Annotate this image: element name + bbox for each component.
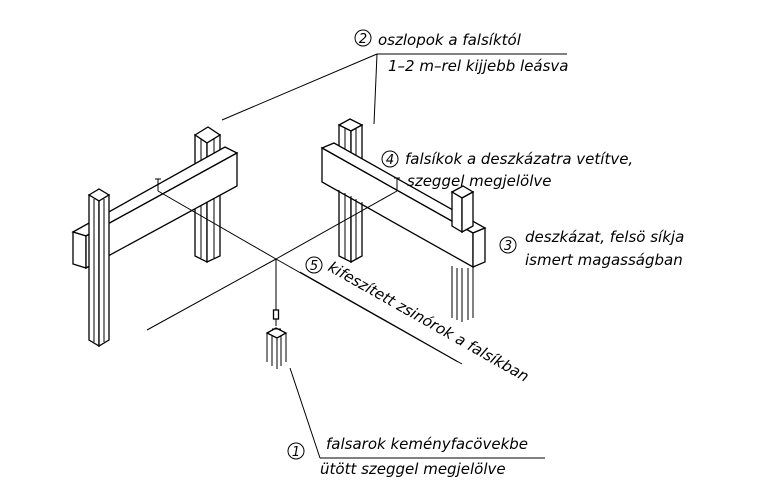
label-2-number: 2 (359, 32, 367, 47)
label-3: 3 deszkázat, felsö síkja ismert magasság… (499, 228, 684, 269)
left-board (71, 146, 239, 270)
label-2-number-circle (354, 29, 372, 47)
label-4-number: 4 (386, 153, 394, 168)
label-2: 2 oszlopok a falsíktól 1–2 m–rel kijjebb… (354, 29, 569, 75)
label-3-line1: deszkázat, felsö síkja (525, 228, 684, 246)
label-1-line1: falsarok keményfacövekbe (326, 435, 528, 453)
plumb-bob-icon (272, 309, 280, 320)
label-5: 5 kifeszített zsinórok a falsíkban (305, 256, 532, 386)
label-4-number-circle (381, 150, 399, 168)
label-4-line2: szeggel megjelölve (407, 172, 552, 190)
label-5-number: 5 (310, 259, 318, 274)
corner-stake-icon (265, 327, 288, 369)
label-5-text: kifeszített zsinórok a falsíkban (325, 258, 532, 386)
label-2-line1: oszlopok a falsíktól (378, 31, 522, 49)
left-frame (71, 126, 239, 348)
label-3-number-circle (499, 236, 517, 254)
right-nail-icon (394, 177, 400, 191)
left-front-post (87, 188, 111, 348)
label-4-line1: falsíkok a deszkázatra vetítve, (405, 150, 633, 168)
label-3-line2: ismert magasságban (525, 251, 683, 269)
right-front-post (450, 185, 475, 322)
label-2-line2: 1–2 m–rel kijjebb leásva (388, 57, 569, 75)
label-4: 4 falsíkok a deszkázatra vetítve, szegge… (381, 150, 633, 190)
label-1-number-circle (287, 442, 305, 460)
label-1-line2: ütött szeggel megjelölve (320, 460, 506, 478)
label-5-number-circle (305, 256, 323, 274)
left-back-post-lower (194, 200, 221, 262)
leader-lines (221, 53, 567, 459)
right-frame (320, 118, 487, 322)
label-1: 1 falsarok keményfacövekbe ütött szeggel… (287, 435, 528, 478)
left-nail-icon (155, 178, 161, 191)
label-1-number: 1 (292, 445, 300, 460)
label-3-number: 3 (504, 239, 512, 254)
